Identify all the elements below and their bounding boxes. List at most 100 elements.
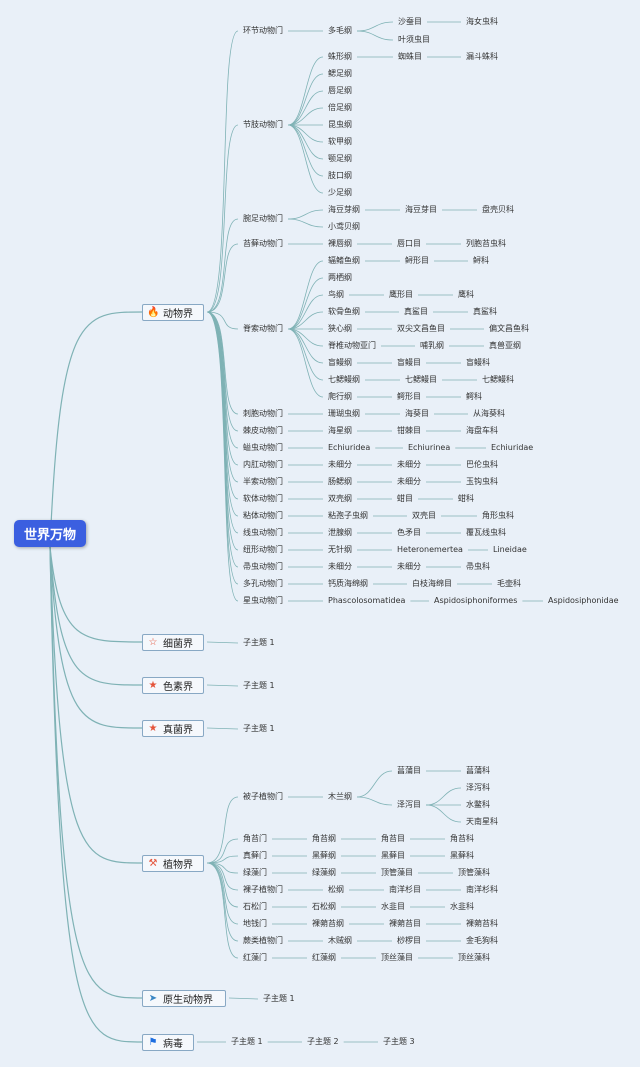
phy1-node[interactable]: 棘皮动物门 <box>243 426 283 435</box>
family-node[interactable]: 菖蒲科 <box>466 766 490 775</box>
class-node[interactable]: 昆虫纲 <box>328 120 352 129</box>
plant5-node[interactable]: 裸蒴苔目 <box>389 919 421 928</box>
phy2-node[interactable]: Echiuridae <box>491 443 534 452</box>
plant2-node[interactable]: 顶管藻目 <box>381 868 413 877</box>
family-node[interactable]: 天南星科 <box>466 817 498 826</box>
phylum-node[interactable]: 脊索动物门 <box>243 324 283 333</box>
class-node[interactable]: 软骨鱼纲 <box>328 307 360 316</box>
plant0-node[interactable]: 角苔纲 <box>312 834 336 843</box>
family-node[interactable]: 七鳃鳗科 <box>482 375 514 384</box>
kingdom-fungi[interactable]: ★真菌界 <box>142 720 204 737</box>
plant5-node[interactable]: 地钱门 <box>243 919 267 928</box>
phy4-node[interactable]: 玉钩虫科 <box>466 477 498 486</box>
plant4-node[interactable]: 石松门 <box>243 902 267 911</box>
class-node[interactable]: 脊椎动物亚门 <box>328 341 376 350</box>
plant6-node[interactable]: 木贼纲 <box>328 936 352 945</box>
order-node[interactable]: 泽泻目 <box>397 800 421 809</box>
plant1-node[interactable]: 真藓门 <box>243 851 267 860</box>
plant7-node[interactable]: 红藻门 <box>243 953 267 962</box>
plant3-node[interactable]: 裸子植物门 <box>243 885 283 894</box>
phy6-node[interactable]: 双壳目 <box>412 511 436 520</box>
class-node[interactable]: 多毛纲 <box>328 26 352 35</box>
plant3-node[interactable]: 南洋杉科 <box>466 885 498 894</box>
plant2-node[interactable]: 绿藻门 <box>243 868 267 877</box>
root-node[interactable]: 世界万物 <box>14 520 86 547</box>
family-node[interactable]: 盲鳗科 <box>466 358 490 367</box>
phy10-node[interactable]: 多孔动物门 <box>243 579 283 588</box>
class-node[interactable]: 鳃足纲 <box>328 69 352 78</box>
kingdom-plantae[interactable]: ⚒植物界 <box>142 855 204 872</box>
kingdom-bacteria[interactable]: ☆细菌界 <box>142 634 204 651</box>
order-node[interactable]: 鹰形目 <box>389 290 413 299</box>
order-node[interactable]: 海豆芽目 <box>405 205 437 214</box>
phy6-node[interactable]: 角形虫科 <box>482 511 514 520</box>
plant2-node[interactable]: 顶管藻科 <box>458 868 490 877</box>
virus-node[interactable]: 子主题 1 <box>231 1037 263 1046</box>
phy2-node[interactable]: Echiuridea <box>328 443 371 452</box>
family-node[interactable]: 列胞苔虫科 <box>466 239 506 248</box>
class-node[interactable]: 肢口纲 <box>328 171 352 180</box>
order-node[interactable]: 蜘蛛目 <box>398 52 422 61</box>
phy3-node[interactable]: 未细分 <box>328 460 352 469</box>
class-node[interactable]: 小鸢贝纲 <box>328 222 360 231</box>
phy4-node[interactable]: 半索动物门 <box>243 477 283 486</box>
plant7-node[interactable]: 顶丝藻科 <box>458 953 490 962</box>
family-node[interactable]: 水鳖科 <box>466 800 490 809</box>
family-node[interactable]: 盘壳贝科 <box>482 205 514 214</box>
plant1-node[interactable]: 黑藓纲 <box>312 851 336 860</box>
kingdom-protozoa[interactable]: ➤原生动物界 <box>142 990 226 1007</box>
family-node[interactable]: 偏文昌鱼科 <box>489 324 529 333</box>
order-node[interactable]: 双尖文昌鱼目 <box>397 324 445 333</box>
family-node[interactable]: 漏斗蛛科 <box>466 52 498 61</box>
family-node[interactable]: 真兽亚纲 <box>489 341 521 350</box>
order-node[interactable]: 鲟形目 <box>405 256 429 265</box>
class-node[interactable]: 辐鳍鱼纲 <box>328 256 360 265</box>
plant4-node[interactable]: 石松纲 <box>312 902 336 911</box>
kingdom-chromista[interactable]: ★色素界 <box>142 677 204 694</box>
phy3-node[interactable]: 巴伦虫科 <box>466 460 498 469</box>
family-node[interactable]: 鹰科 <box>458 290 474 299</box>
plant0-node[interactable]: 角苔门 <box>243 834 267 843</box>
order-node[interactable]: 盲鳗目 <box>397 358 421 367</box>
phy9-node[interactable]: 未细分 <box>397 562 421 571</box>
phy11-node[interactable]: Phascolosomatidea <box>328 596 406 605</box>
phy7-node[interactable]: 线虫动物门 <box>243 528 283 537</box>
plant7-node[interactable]: 红藻纲 <box>312 953 336 962</box>
phy5-node[interactable]: 软体动物门 <box>243 494 283 503</box>
phy3-node[interactable]: 内肛动物门 <box>243 460 283 469</box>
phy0-node[interactable]: 海葵目 <box>405 409 429 418</box>
plant4-node[interactable]: 水韭目 <box>381 902 405 911</box>
family-node[interactable]: 鲟科 <box>473 256 489 265</box>
phy2-node[interactable]: 螠虫动物门 <box>243 443 283 452</box>
phy4-node[interactable]: 未细分 <box>397 477 421 486</box>
class-node[interactable]: 狭心纲 <box>328 324 352 333</box>
phy6-node[interactable]: 粘孢子虫纲 <box>328 511 368 520</box>
order-node[interactable]: 叶须虫目 <box>398 35 430 44</box>
phylum-node[interactable]: 腕足动物门 <box>243 214 283 223</box>
kingdom-virus[interactable]: ⚑病毒 <box>142 1034 194 1051</box>
family-node[interactable]: 海女虫科 <box>466 17 498 26</box>
subtopic-node[interactable]: 子主题 1 <box>243 724 275 733</box>
virus-node[interactable]: 子主题 3 <box>383 1037 415 1046</box>
phy10-node[interactable]: 白枝海绵目 <box>412 579 452 588</box>
class-node[interactable]: 少足纲 <box>328 188 352 197</box>
phy9-node[interactable]: 未细分 <box>328 562 352 571</box>
plant1-node[interactable]: 黑藓科 <box>450 851 474 860</box>
phy8-node[interactable]: 无针纲 <box>328 545 352 554</box>
phy0-node[interactable]: 从海葵科 <box>473 409 505 418</box>
class-node[interactable]: 七鳃鳗纲 <box>328 375 360 384</box>
plant4-node[interactable]: 水韭科 <box>450 902 474 911</box>
phylum-node[interactable]: 节肢动物门 <box>243 120 283 129</box>
order-node[interactable]: 菖蒲目 <box>397 766 421 775</box>
plant6-node[interactable]: 桫椤目 <box>397 936 421 945</box>
class-node[interactable]: 两栖纲 <box>328 273 352 282</box>
order-node[interactable]: 唇口目 <box>397 239 421 248</box>
class-node[interactable]: 木兰纲 <box>328 792 352 801</box>
class-node[interactable]: 裸唇纲 <box>328 239 352 248</box>
class-node[interactable]: 倍足纲 <box>328 103 352 112</box>
subtopic-node[interactable]: 子主题 1 <box>243 638 275 647</box>
class-node[interactable]: 爬行纲 <box>328 392 352 401</box>
phylum-node[interactable]: 环节动物门 <box>243 26 283 35</box>
class-node[interactable]: 海豆芽纲 <box>328 205 360 214</box>
plant3-node[interactable]: 南洋杉目 <box>389 885 421 894</box>
